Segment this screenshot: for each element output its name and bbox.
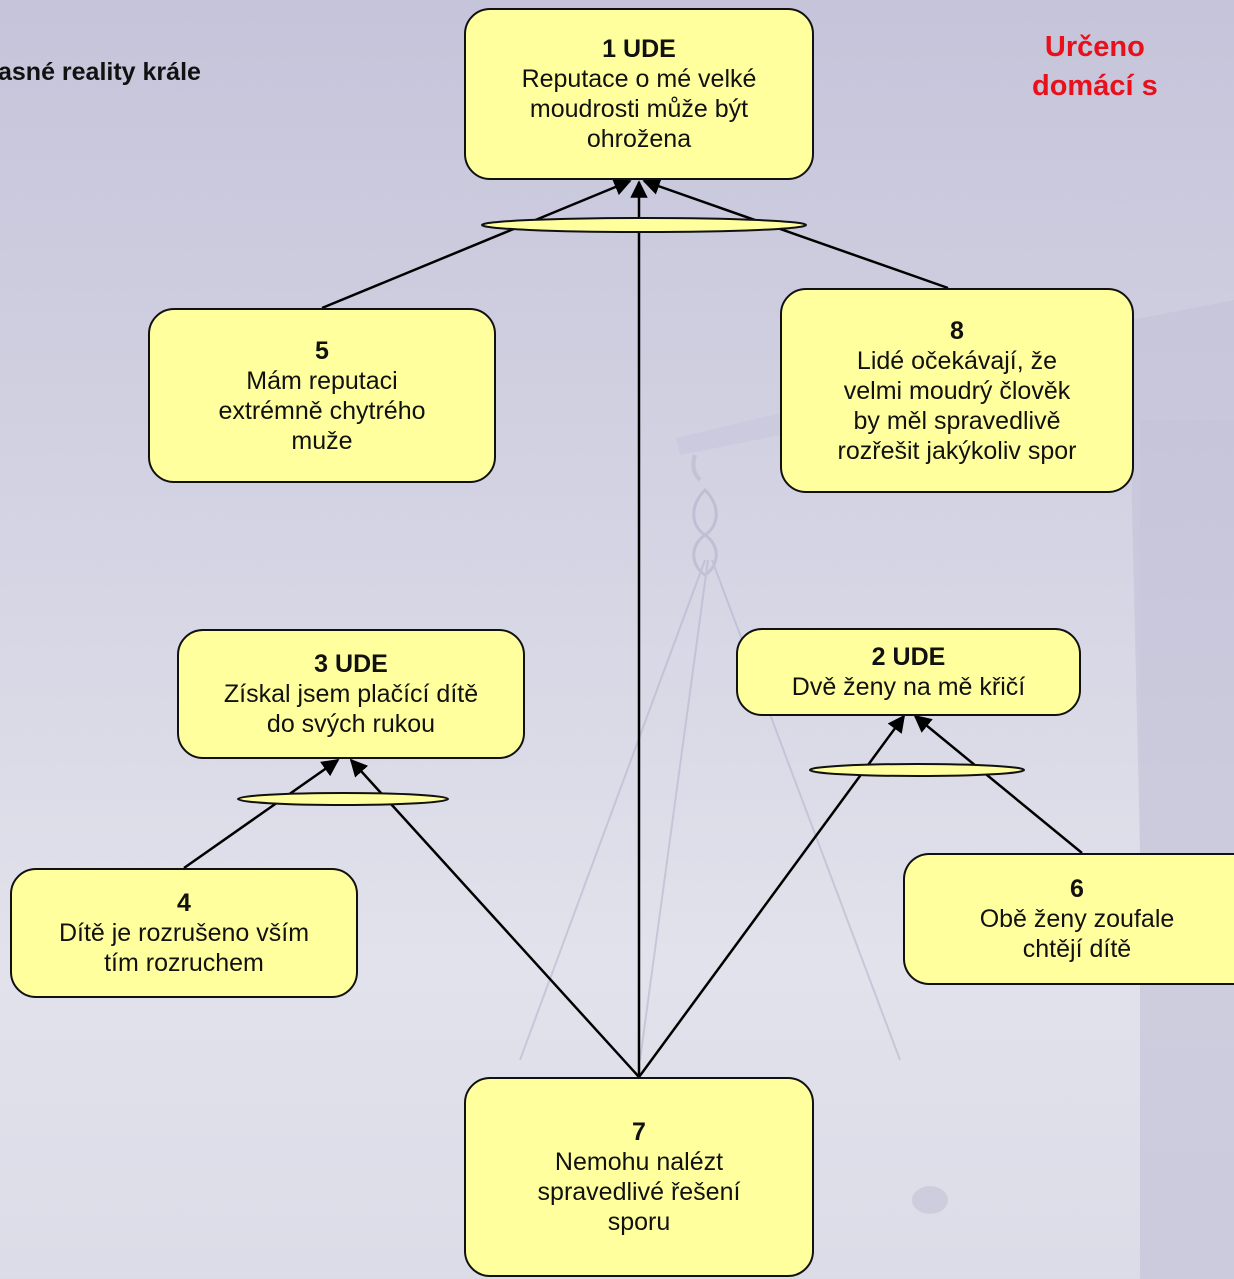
node-8-text: Lidé očekávají, že velmi moudrý člověk b… bbox=[837, 346, 1077, 465]
edge-6-to-2 bbox=[913, 714, 1083, 854]
node-5: 5 Mám reputaci extrémně chytrého muže bbox=[148, 308, 496, 483]
edge-4-to-3 bbox=[183, 758, 340, 870]
right-title: Určeno domácí s bbox=[1032, 28, 1158, 106]
node-3-text: Získal jsem plačící dítě do svých rukou bbox=[223, 680, 479, 738]
node-6: 6 Obě ženy zoufale chtějí dítě bbox=[903, 853, 1234, 985]
node-8: 8 Lidé očekávají, že velmi moudrý člověk… bbox=[780, 288, 1134, 493]
node-2-text: Dvě ženy na mě křičí bbox=[791, 673, 1026, 701]
node-3-ude: 3 UDE Získal jsem plačící dítě do svých … bbox=[177, 629, 525, 759]
node-2-number: 2 UDE bbox=[871, 643, 946, 671]
edge-7-to-3 bbox=[349, 758, 640, 1078]
node-1-text: Reputace o mé velké moudrosti může být o… bbox=[521, 65, 757, 153]
node-7-number: 7 bbox=[632, 1118, 646, 1146]
node-5-text: Mám reputaci extrémně chytrého muže bbox=[218, 366, 426, 455]
edge-5-to-1 bbox=[321, 178, 632, 310]
node-4-text: Dítě je rozrušeno vším tím rozruchem bbox=[58, 919, 310, 977]
node-6-text: Obě ženy zoufale chtějí dítě bbox=[979, 905, 1175, 963]
right-title-line-1: Určeno bbox=[1044, 31, 1145, 63]
node-5-number: 5 bbox=[315, 336, 329, 365]
node-1-ude: 1 UDE Reputace o mé velké moudrosti může… bbox=[464, 8, 814, 180]
edge-7-to-2 bbox=[637, 714, 906, 1078]
node-8-number: 8 bbox=[950, 316, 964, 345]
node-1-number: 1 UDE bbox=[602, 35, 676, 63]
node-6-number: 6 bbox=[1070, 875, 1084, 903]
node-3-number: 3 UDE bbox=[314, 650, 388, 678]
left-title: asné reality krále bbox=[0, 58, 201, 86]
right-title-line-2: domácí s bbox=[1032, 70, 1158, 102]
edge-8-to-1 bbox=[642, 177, 949, 290]
node-7-text: Nemohu nalézt spravedlivé řešení sporu bbox=[537, 1148, 741, 1236]
and-connector-2 bbox=[809, 763, 1025, 777]
and-connector-3 bbox=[237, 792, 449, 806]
and-connector-1 bbox=[481, 217, 807, 233]
node-2-ude: 2 UDE Dvě ženy na mě křičí bbox=[736, 628, 1081, 716]
node-7: 7 Nemohu nalézt spravedlivé řešení sporu bbox=[464, 1077, 814, 1277]
node-4: 4 Dítě je rozrušeno vším tím rozruchem bbox=[10, 868, 358, 998]
node-4-number: 4 bbox=[177, 889, 191, 917]
